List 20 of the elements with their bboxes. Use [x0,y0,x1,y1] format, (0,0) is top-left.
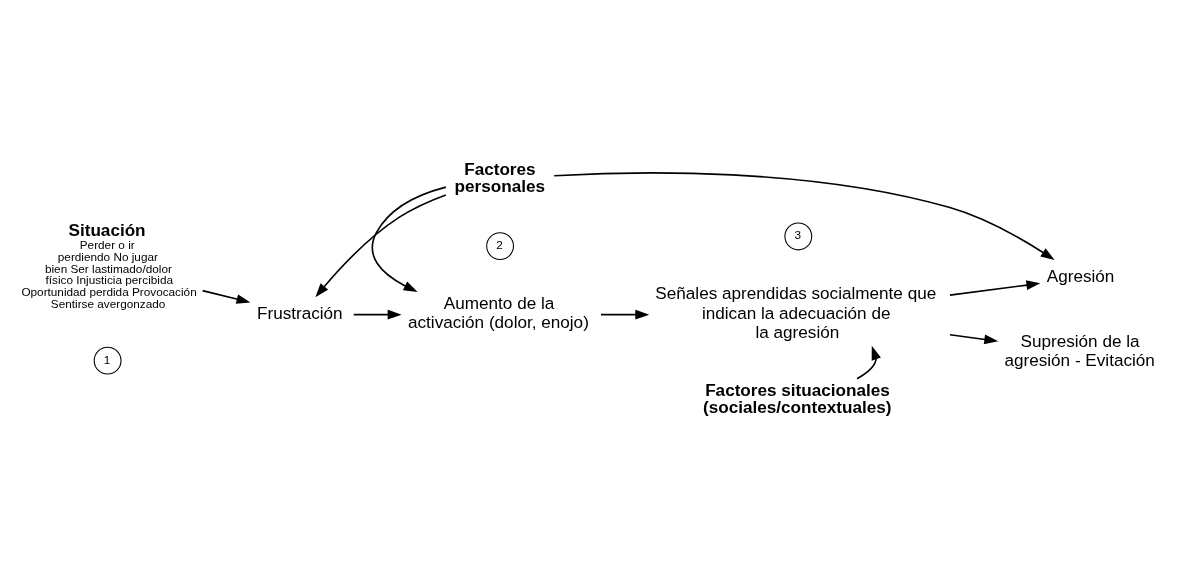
arrow [371,185,447,292]
arrow [949,333,999,344]
arrow [315,193,447,297]
arrow [201,289,251,304]
node-text: Situación Perder o ir perdiendo No jugar bien Ser lastimado/dolor físico Injusticia percibida Oportunidad perdida Provocación Sentirse avergonzado [21,219,197,310]
node-text: Señales aprendidas socialmente que indican la adecuación de la agresión [655,282,937,342]
arrow [553,171,1055,260]
arrow [600,309,650,319]
node-text: Agresión [1046,265,1115,286]
node-text: Factores personales [454,158,546,196]
node-text: Supresión de la agresión - Evitación [1004,330,1155,370]
node-circle: 2 [486,231,514,260]
node-circle: 1 [93,346,122,375]
node-text: Frustración [257,302,343,323]
node-text: Factores situacionales (sociales/contextuales) [703,379,892,417]
node-text: Aumento de la activación (dolor, enojo) [407,292,589,332]
arrow [949,279,1041,296]
arrow [352,309,402,319]
node-circle: 3 [784,222,813,250]
arrow [856,345,881,379]
